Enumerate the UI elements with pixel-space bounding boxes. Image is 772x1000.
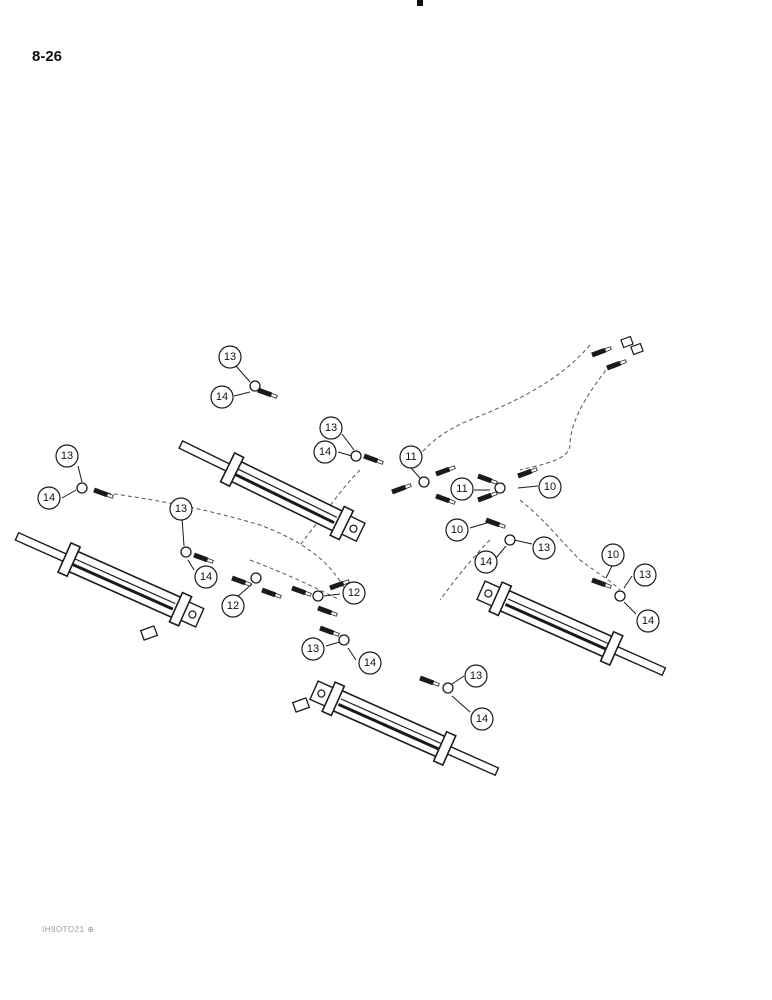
svg-text:13: 13 <box>325 422 337 434</box>
callout-13: 13 <box>633 563 657 587</box>
callout-13: 13 <box>218 345 242 369</box>
svg-text:13: 13 <box>61 450 73 462</box>
callout-12: 12 <box>221 594 245 618</box>
figure-code: IH9OTO21 ⊕ <box>42 925 95 934</box>
svg-text:14: 14 <box>200 571 212 583</box>
callout-13: 13 <box>319 416 343 440</box>
callout-14: 14 <box>636 609 660 633</box>
svg-text:14: 14 <box>364 657 376 669</box>
svg-text:14: 14 <box>476 713 488 725</box>
callout-10: 10 <box>538 475 562 499</box>
svg-text:14: 14 <box>216 391 228 403</box>
cylinder-bottom <box>306 674 505 788</box>
svg-text:10: 10 <box>451 524 463 536</box>
callout-14: 14 <box>358 651 382 675</box>
callout-14: 14 <box>313 440 337 464</box>
cylinder-left <box>9 520 208 634</box>
callout-13: 13 <box>464 664 488 688</box>
callout-13: 13 <box>532 536 556 560</box>
svg-text:14: 14 <box>642 615 654 627</box>
hydraulic-hoses <box>99 344 621 601</box>
svg-text:13: 13 <box>470 670 482 682</box>
callouts: 13 14 13 14 11 11 10 13 14 13 14 12 12 1… <box>37 345 660 731</box>
callout-10: 10 <box>601 543 625 567</box>
svg-text:14: 14 <box>319 446 331 458</box>
page-number: 8-26 <box>32 48 63 65</box>
callout-13: 13 <box>169 497 193 521</box>
clevis-pin-bottom <box>291 697 311 713</box>
svg-text:13: 13 <box>307 643 319 655</box>
callout-14: 14 <box>37 486 61 510</box>
svg-text:11: 11 <box>405 451 416 463</box>
callout-14: 14 <box>474 550 498 574</box>
leader-lines <box>61 365 637 713</box>
fittings <box>76 335 644 694</box>
callout-11: 11 <box>450 477 474 501</box>
callout-11: 11 <box>399 445 423 469</box>
callout-14: 14 <box>194 565 218 589</box>
callout-12: 12 <box>342 581 366 605</box>
clevis-pin-left <box>139 625 159 641</box>
svg-text:13: 13 <box>538 542 550 554</box>
callout-13: 13 <box>55 444 79 468</box>
svg-text:12: 12 <box>348 587 360 599</box>
svg-text:14: 14 <box>43 492 55 504</box>
callout-13: 13 <box>301 637 325 661</box>
svg-text:13: 13 <box>224 351 236 363</box>
svg-text:10: 10 <box>544 481 556 493</box>
cylinder-upper-left <box>172 428 370 549</box>
svg-text:13: 13 <box>639 569 651 581</box>
top-edge-mark <box>417 0 423 6</box>
svg-text:10: 10 <box>607 549 619 561</box>
svg-text:12: 12 <box>227 600 239 612</box>
callout-14: 14 <box>470 707 494 731</box>
svg-text:11: 11 <box>456 483 467 495</box>
cylinder-right <box>473 574 672 688</box>
svg-text:14: 14 <box>480 556 492 568</box>
svg-text:13: 13 <box>175 503 187 515</box>
callout-14: 14 <box>210 385 234 409</box>
callout-10: 10 <box>445 518 469 542</box>
